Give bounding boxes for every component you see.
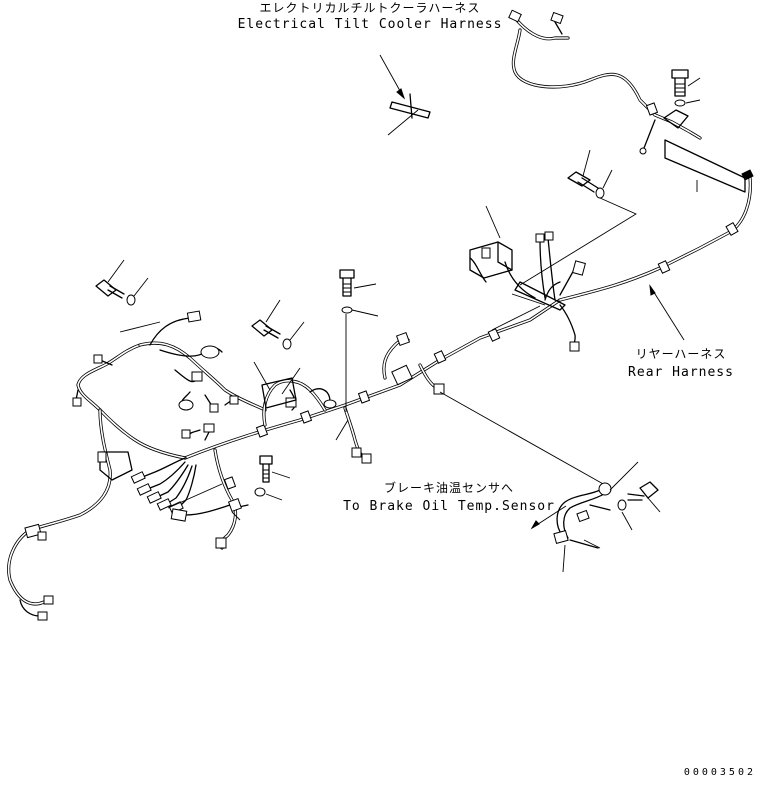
rear-harness-label-ja: リヤーハーネス — [635, 347, 727, 361]
tilt-cooler-part-symbol — [379, 54, 431, 136]
rear-harness-label-en: Rear Harness — [628, 365, 734, 380]
brake-sensor-label-ja: ブレーキ油温センサへ — [383, 481, 515, 495]
brake-sensor-harness — [439, 391, 612, 549]
leader-brake-sensor — [530, 505, 567, 530]
tilt-cooler-label-en: Electrical Tilt Cooler Harness — [237, 17, 503, 32]
lower-branch-harness — [170, 448, 249, 550]
leader-rear-harness — [649, 284, 685, 341]
bolt-center — [339, 269, 379, 412]
bolt-top-right — [671, 69, 701, 107]
bolt-left — [95, 259, 161, 333]
center-branch-harness — [261, 331, 445, 464]
bolt-upper-center-right — [519, 149, 637, 286]
left-branch-harness — [7, 310, 267, 621]
bolt-lower-right — [562, 461, 661, 573]
drawing-number: 00003502 — [683, 767, 756, 778]
tilt-cooler-harness — [508, 9, 702, 155]
bolt-lower-center — [254, 455, 291, 501]
main-trunk-harness — [183, 298, 562, 460]
bolt-left-center — [251, 299, 305, 391]
rear-harness — [558, 139, 754, 302]
fuse-connector-block — [130, 457, 197, 514]
tilt-cooler-label-ja: エレクトリカルチルトクーラハーネス — [259, 1, 481, 15]
brake-sensor-label-en: To Brake Oil Temp.Sensor — [343, 499, 555, 514]
misc-leader-lines — [167, 205, 546, 521]
relay-connector-cluster — [469, 231, 586, 352]
